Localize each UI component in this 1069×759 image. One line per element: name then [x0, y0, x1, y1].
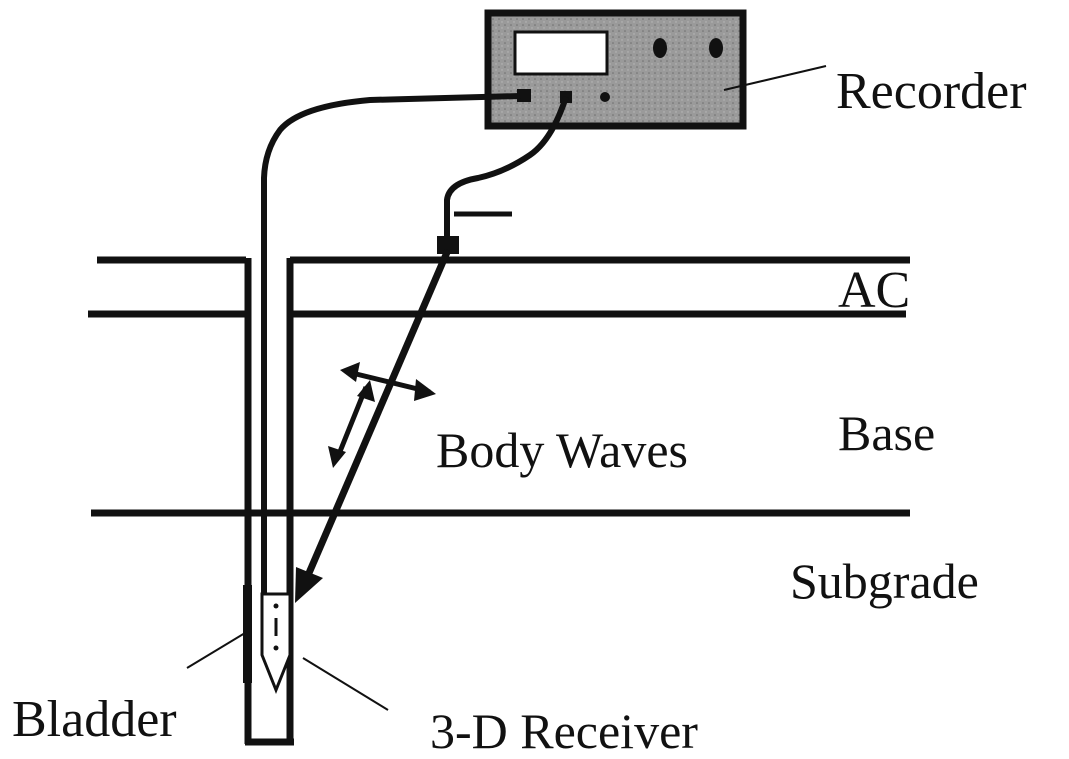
- recorder-label: Recorder: [836, 63, 1027, 120]
- longitudinal-arrowhead-bottom: [328, 446, 346, 468]
- recorder-knob-left: [653, 38, 667, 58]
- source-cable: [444, 96, 569, 242]
- surface-source: [437, 236, 459, 254]
- receiver-sensor-1: [273, 603, 279, 609]
- ac-layer-label: AC: [838, 262, 911, 319]
- receiver-leader-line: [302, 657, 389, 711]
- 3d-receiver-probe: [260, 592, 292, 695]
- longitudinal-arrowhead-top: [357, 380, 375, 402]
- base-layer-label: Base: [838, 405, 936, 461]
- bladder-label: Bladder: [12, 691, 177, 748]
- recorder-jack-left: [517, 89, 531, 102]
- transverse-arrowhead-right: [414, 379, 436, 401]
- recorder-leader-line: [723, 65, 827, 91]
- longitudinal-motion-line: [334, 386, 369, 460]
- recorder-led: [600, 92, 610, 102]
- recorder-device: [484, 9, 747, 130]
- particle-motion-arrows: [328, 362, 436, 468]
- bladder: [243, 585, 252, 683]
- receiver-label: 3-D Receiver: [430, 703, 698, 759]
- receiver-sensor-3: [273, 645, 279, 651]
- body-waves-label: Body Waves: [436, 422, 688, 478]
- recorder-screen: [513, 30, 609, 76]
- borehole-cable: [261, 93, 521, 600]
- bladder-leader-line: [186, 632, 246, 669]
- body-wave-ray: [302, 248, 452, 582]
- transverse-arrowhead-left: [340, 362, 360, 382]
- layer-boundaries: [88, 256, 910, 517]
- recorder-knob-right: [709, 38, 723, 58]
- subgrade-layer-label: Subgrade: [790, 553, 979, 609]
- receiver-body: [260, 592, 292, 695]
- body-wave-arrowhead: [295, 567, 323, 603]
